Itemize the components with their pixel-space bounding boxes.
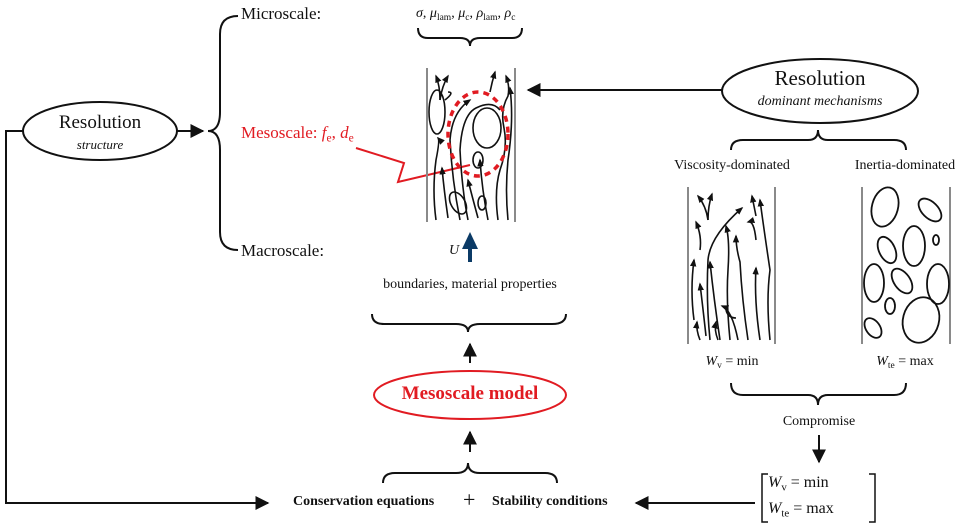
conservation-equations-label: Conservation equations <box>293 494 435 509</box>
mesoscale-highlight-circle <box>446 90 510 178</box>
resolution-mechanisms-subtitle: dominant mechanisms <box>757 94 883 109</box>
resolution-mechanisms-ellipse <box>721 58 919 124</box>
matrix-bracket-right <box>869 473 876 523</box>
equations-brace <box>382 462 558 484</box>
mesoscale-model-ellipse <box>373 370 567 420</box>
velocity-arrow <box>462 232 478 262</box>
microscale-label: Microscale: <box>241 4 322 23</box>
mesoscale-label: Mesoscale: fe, de <box>241 123 354 145</box>
macroscale-label: Macroscale: <box>241 241 325 260</box>
mechanisms-brace <box>730 129 907 151</box>
meso-param-d: de <box>340 123 354 145</box>
micro-param: μc <box>458 6 470 23</box>
inertia-vortices <box>863 186 950 344</box>
velocity-label: U <box>449 243 460 258</box>
inertia-label: Inertia-dominated <box>854 158 956 173</box>
central-flow-streamlines <box>428 70 514 221</box>
micro-params: σ, μlam, μc, ρlam, ρc <box>416 6 516 23</box>
micro-param: ρlam <box>476 6 498 23</box>
viscosity-streamlines <box>689 192 771 341</box>
resolution-mechanisms-title: Resolution <box>774 66 866 90</box>
matrix-wte-row: Wte = max <box>768 500 834 520</box>
matrix-bracket-left <box>761 473 768 523</box>
resolution-structure-title: Resolution <box>58 112 142 133</box>
micro-params-brace <box>417 27 523 47</box>
micro-param: μlam <box>429 6 452 23</box>
resolution-structure-subtitle: structure <box>76 137 124 152</box>
micro-param: ρc <box>504 6 516 23</box>
wte-max-label: Wte = max <box>876 354 934 371</box>
boundaries-label: boundaries, material properties <box>383 277 557 292</box>
wv-min-label: Wv = min <box>705 354 759 371</box>
matrix-wv-row: Wv = min <box>768 474 829 494</box>
plus-sign: + <box>463 487 476 512</box>
feedback-loop-line <box>5 130 270 510</box>
meso-param-f: fe <box>321 123 332 145</box>
mesoscale-model-label: Mesoscale model <box>401 383 539 404</box>
stability-conditions-label: Stability conditions <box>492 494 608 509</box>
w-compare-brace <box>730 382 907 406</box>
boundaries-brace <box>371 313 567 333</box>
scale-brace <box>207 15 239 251</box>
micro-param: σ <box>416 6 423 21</box>
mesoscale-label-text: Mesoscale: <box>241 123 318 142</box>
viscosity-label: Viscosity-dominated <box>674 158 790 173</box>
compromise-label: Compromise <box>782 414 856 429</box>
